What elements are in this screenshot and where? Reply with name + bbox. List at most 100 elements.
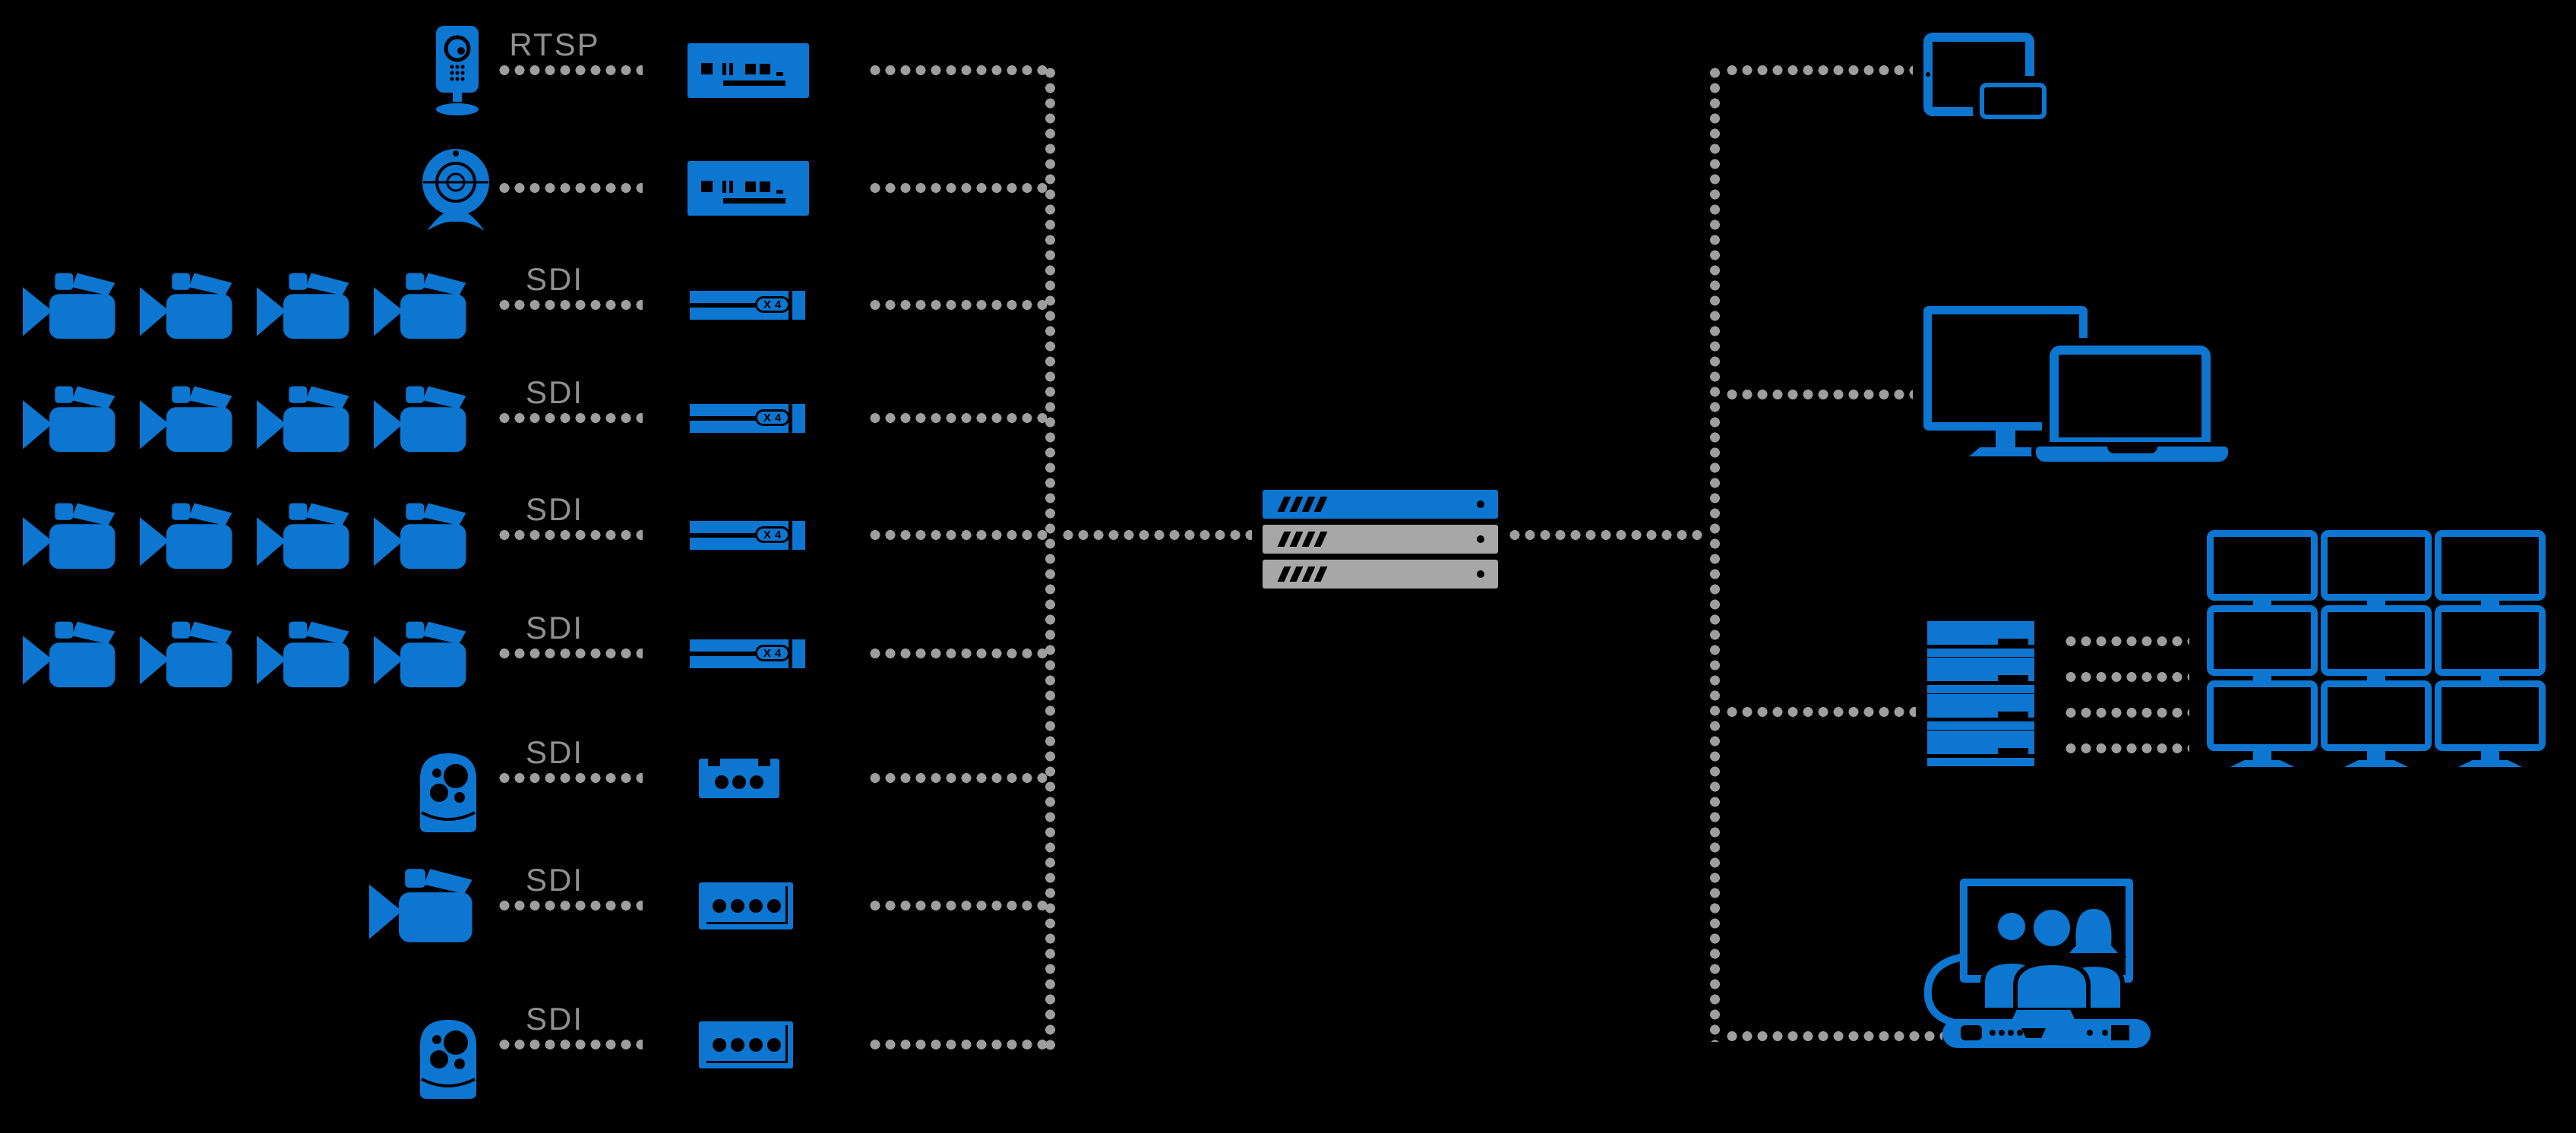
camcorder-icon [374, 619, 479, 689]
encoder-gap [789, 404, 792, 433]
camcorder-icon [257, 500, 362, 570]
server-port [1998, 748, 2028, 754]
protocol-label-sdi: SDI [525, 374, 583, 410]
wall-monitor-neck [2253, 676, 2271, 680]
server-port [1998, 675, 2028, 681]
dotted-connector [497, 1040, 643, 1049]
protocol-label-rtsp: RTSP [509, 27, 600, 62]
wall-monitor [2207, 680, 2318, 751]
encoder-icon [687, 43, 809, 98]
laptop-notch [2107, 447, 2157, 453]
encoder-gap [789, 639, 792, 668]
dotted-connector [1724, 390, 1913, 399]
camcorder-icon [140, 500, 245, 570]
led-icon [1477, 570, 1484, 578]
server-unit [1927, 758, 2034, 766]
camcorder-icon [369, 866, 486, 944]
wall-monitor-neck [2481, 601, 2499, 605]
camcorder-icon [374, 383, 479, 453]
wall-monitor-base [2230, 760, 2294, 767]
dotted-connector [868, 300, 1047, 310]
dotted-connector [497, 65, 643, 75]
wall-monitor-neck [2367, 601, 2385, 605]
encoder-gap [690, 533, 789, 538]
tablet-camera-dot [1926, 72, 1930, 77]
codec-port [2111, 1025, 2129, 1040]
laptop-base [2036, 447, 2228, 462]
codec-port-dot [2102, 1030, 2108, 1036]
camcorder-icon [257, 270, 362, 340]
encoder-x4: X4 [690, 639, 805, 668]
webcam-icon [416, 146, 495, 232]
camcorder-icon [374, 500, 479, 570]
vent-slashes-icon [1277, 566, 1328, 582]
capture-device-icon [699, 1021, 793, 1068]
wall-monitor [2207, 530, 2318, 601]
protocol-label-sdi: SDI [525, 261, 583, 297]
encoder-gap [789, 521, 792, 550]
dotted-connector [497, 901, 643, 911]
encoder-icon [687, 161, 809, 216]
dotted-connector [1060, 530, 1252, 540]
camcorder-icon [23, 500, 128, 570]
protocol-label-sdi: SDI [525, 734, 583, 770]
monitor-base [1969, 447, 2042, 456]
protocol-label-sdi: SDI [525, 1001, 583, 1037]
dotted-connector [2063, 636, 2189, 646]
video-wall-server-stack [1927, 621, 2034, 767]
server-unit [1263, 560, 1498, 589]
x4-badge: X4 [755, 296, 790, 313]
protocol-label-sdi: SDI [525, 610, 583, 645]
wall-monitor [2207, 605, 2318, 676]
wall-monitor [2321, 530, 2432, 601]
encoder-gap [690, 416, 789, 421]
codec-port-slot [2021, 1028, 2046, 1038]
wall-monitor-neck [2253, 601, 2271, 605]
camcorder-icon [140, 270, 245, 340]
dotted-connector [2063, 672, 2189, 682]
dotted-connector [1724, 1031, 1942, 1041]
codec-port-dot [2017, 1030, 2023, 1036]
dotted-connector [497, 183, 643, 193]
camcorder-icon [23, 270, 128, 340]
encoder-gap [690, 303, 789, 308]
server-unit [1927, 685, 2034, 693]
laptop-icon [2050, 346, 2211, 447]
conference-codec-icon [1942, 1019, 2151, 1048]
dotted-connector [2063, 743, 2189, 753]
wall-monitor [2435, 605, 2546, 676]
server-port [1998, 639, 2028, 645]
dotted-connector [497, 413, 643, 423]
server-port [1998, 712, 2028, 718]
codec-port [1961, 1025, 1982, 1040]
dotted-connector [868, 65, 1047, 75]
dotted-connector [868, 773, 1047, 783]
camcorder-icon [257, 383, 362, 453]
dotted-connector [497, 300, 643, 310]
x4-badge: X4 [755, 645, 790, 661]
dotted-connector [868, 413, 1047, 423]
ptz-dome-camera-icon [416, 750, 480, 835]
wall-monitor-base [2344, 760, 2408, 767]
video-wall-3x3 [2207, 530, 2546, 767]
server-unit [1263, 490, 1498, 519]
wall-monitor [2435, 680, 2546, 751]
wall-monitor-neck [2481, 676, 2499, 680]
dotted-connector [497, 530, 643, 540]
vent-slashes-icon [1277, 497, 1328, 512]
protocol-label-sdi: SDI [525, 491, 583, 527]
server-unit [1927, 649, 2034, 657]
x4-badge: X4 [755, 526, 790, 543]
led-icon [1477, 535, 1484, 543]
encoder-gap [789, 291, 792, 320]
protocol-label-sdi: SDI [525, 862, 583, 898]
dotted-connector [1724, 707, 1916, 717]
right-bus-connector [1710, 65, 1720, 1042]
wall-monitor-neck [2253, 751, 2271, 760]
codec-port-dot [2008, 1030, 2014, 1036]
wall-monitor-neck [2367, 751, 2385, 760]
camcorder-icon [257, 619, 362, 689]
encoder-gap [690, 652, 789, 656]
dotted-connector [868, 649, 1047, 658]
ip-camera-icon [419, 26, 495, 115]
